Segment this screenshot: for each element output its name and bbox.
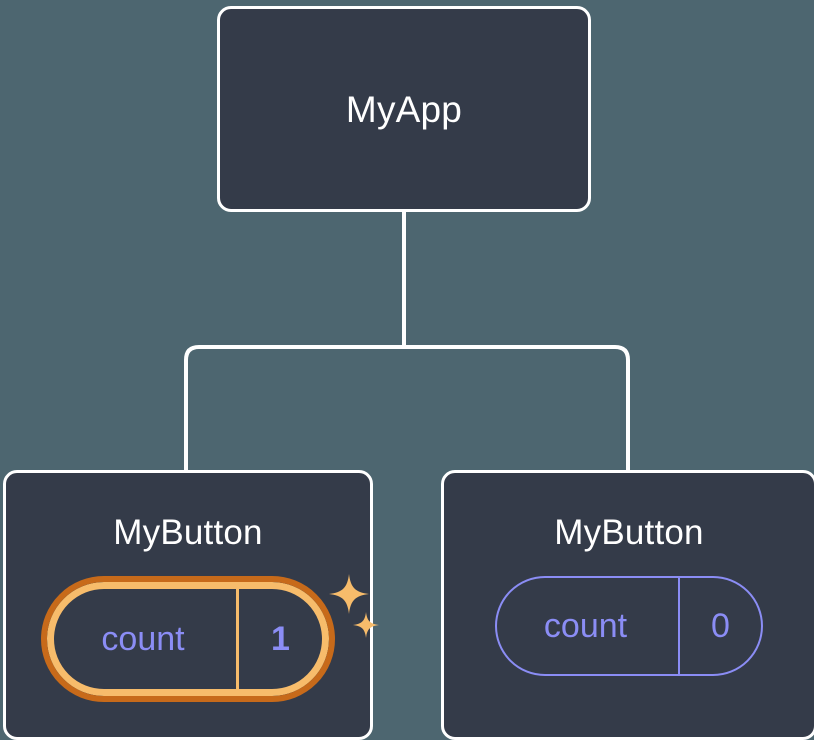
state-pill-inner: count 1 (47, 582, 329, 696)
state-value: 1 (236, 589, 322, 689)
state-key: count (543, 607, 628, 645)
connector-branch-bus (184, 345, 630, 470)
state-pill-wrapper: count 0 (495, 576, 763, 676)
node-child-mybutton-1[interactable]: MyButton count 1 (3, 470, 379, 740)
sparkle-icon-large (329, 574, 369, 614)
state-key: count (101, 620, 185, 658)
state-pill-wrapper: count 1 (41, 574, 379, 702)
node-root-myapp[interactable]: MyApp (217, 6, 591, 212)
node-title: MyButton (554, 513, 704, 552)
node-title: MyApp (345, 88, 463, 130)
state-pill-highlighted[interactable]: count 1 (41, 576, 335, 702)
node-child-mybutton-2[interactable]: MyButton count 0 (441, 470, 814, 740)
sparkle-icon-small (353, 612, 379, 638)
state-pill[interactable]: count 0 (495, 576, 763, 676)
state-value: 0 (678, 578, 761, 674)
node-title: MyButton (113, 513, 263, 552)
